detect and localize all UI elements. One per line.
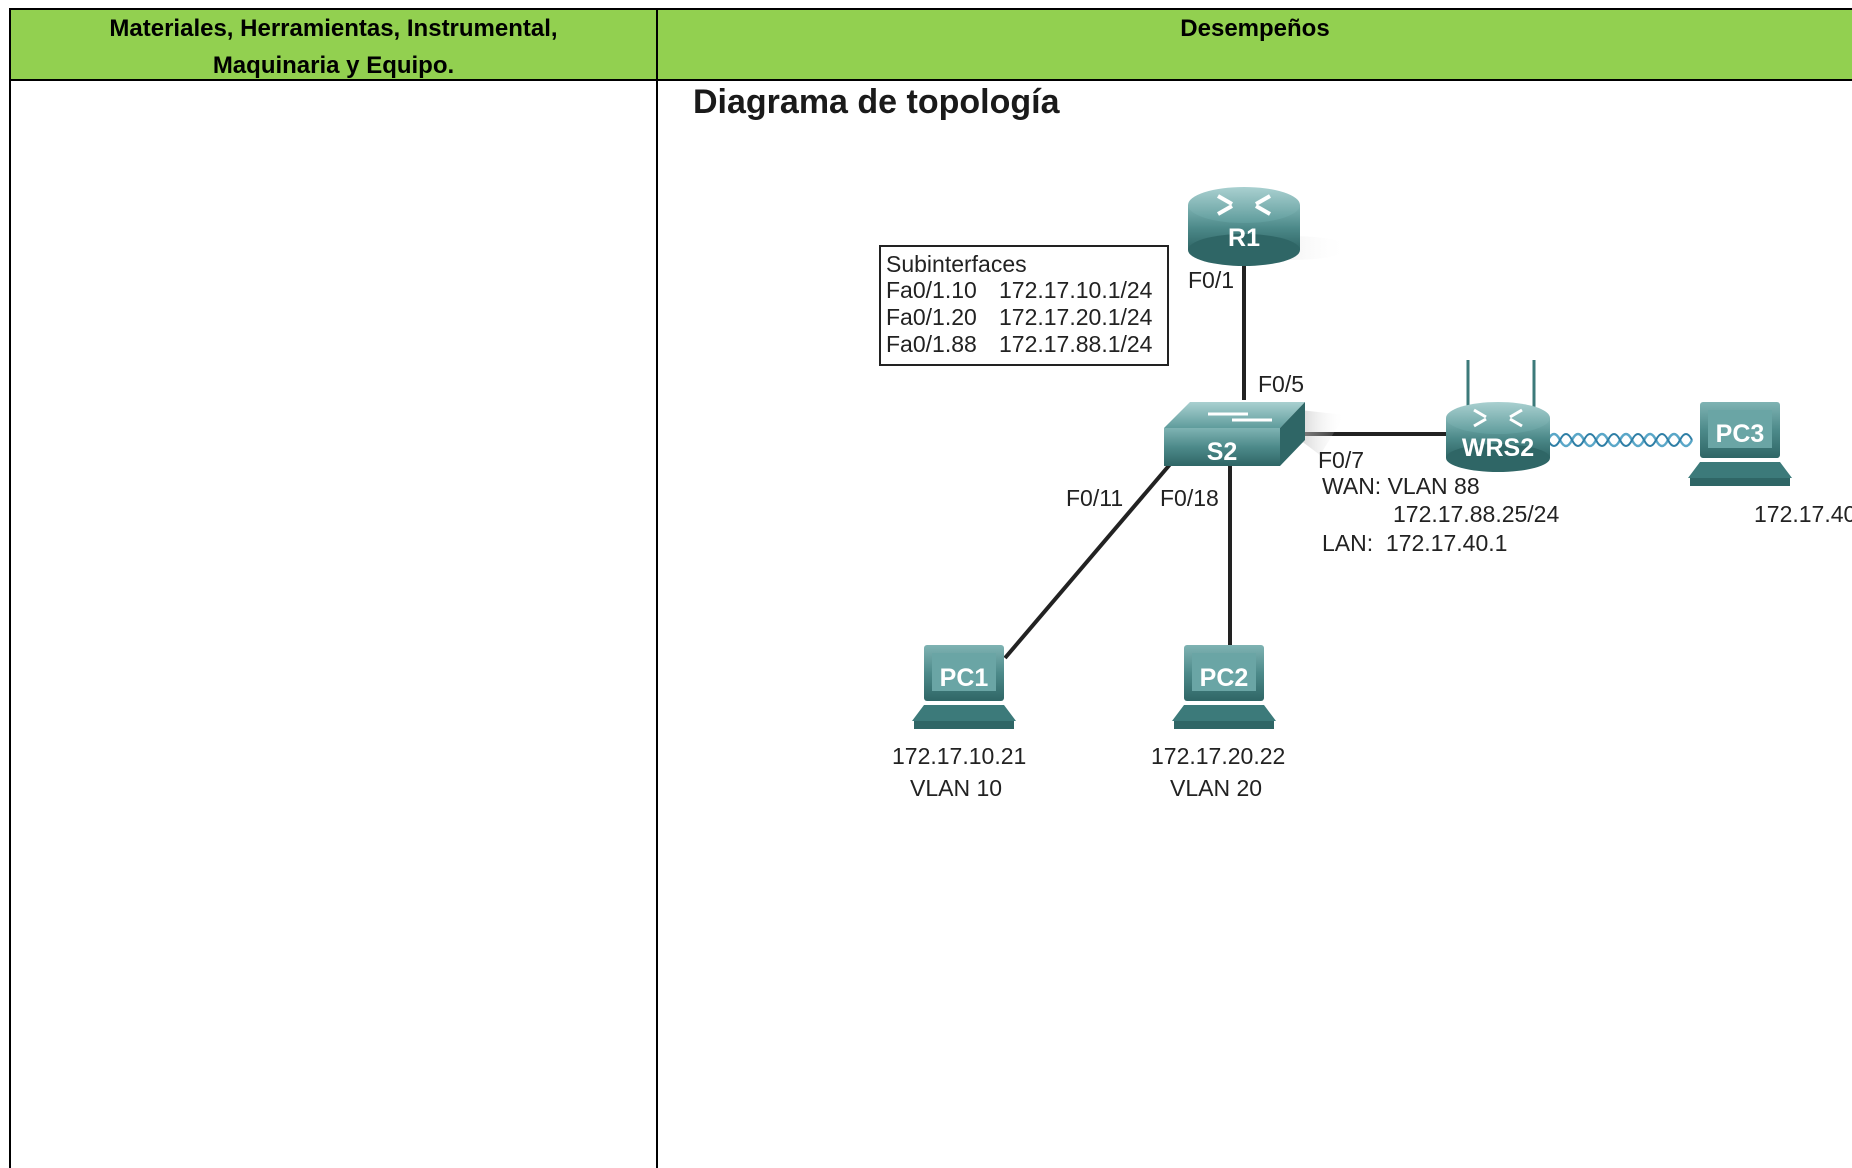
switch-arrows-icon: [1208, 412, 1272, 422]
pc1-ip: 172.17.10.21: [892, 743, 1026, 769]
wrs2-lan: LAN: 172.17.40.1: [1322, 530, 1507, 556]
port-r1-f01: F0/1: [1188, 267, 1234, 293]
subif-row-1-iface: Fa0/1.10: [886, 277, 977, 303]
header-materiales: Materiales, Herramientas, Instrumental, …: [9, 8, 658, 81]
link-s2-pc1: [1003, 460, 1174, 660]
links: [1003, 262, 1450, 660]
pc-pc2: PC2: [1172, 645, 1276, 729]
diagram-title: Diagrama de topología: [693, 83, 1060, 121]
port-s2-f018: F0/18: [1160, 485, 1219, 511]
pc-pc1: PC1: [912, 645, 1016, 729]
wireless-router-arrows-icon: [1473, 408, 1523, 428]
port-s2-f05: F0/5: [1258, 371, 1304, 397]
s2-label: S2: [1207, 438, 1238, 466]
pc2-ip: 172.17.20.22: [1151, 743, 1285, 769]
subif-row-3-iface: Fa0/1.88: [886, 331, 977, 357]
pc3-label: PC3: [1716, 420, 1765, 448]
pc3-ip: 172.17.40.101: [1754, 501, 1852, 527]
subinterfaces-heading: Subinterfaces: [886, 251, 1027, 277]
wrs2-label: WRS2: [1462, 434, 1534, 462]
router-r1: R1: [1188, 187, 1350, 266]
header-materiales-line1: Materiales, Herramientas, Instrumental,: [109, 15, 558, 42]
header-materiales-line2: Maquinaria y Equipo.: [212, 52, 455, 79]
port-s2-f011: F0/11: [1066, 485, 1123, 511]
pc-pc3: PC3: [1688, 402, 1792, 486]
table-border-left: [9, 80, 11, 1168]
r1-label: R1: [1228, 224, 1260, 252]
subif-row-1-ip: 172.17.10.1/24: [999, 277, 1153, 303]
pc2-label: PC2: [1200, 664, 1249, 692]
subif-row-2-iface: Fa0/1.20: [886, 304, 977, 330]
header-desempenos-label: Desempeños: [1180, 15, 1330, 42]
wrs2-wan: WAN: VLAN 88: [1322, 473, 1480, 499]
pc1-label: PC1: [940, 664, 989, 692]
pc2-vlan: VLAN 20: [1170, 775, 1262, 801]
port-s2-f07: F0/7: [1318, 447, 1364, 473]
wireless-link: [1546, 432, 1694, 448]
switch-s2: S2: [1164, 402, 1345, 466]
router-wrs2: WRS2: [1446, 360, 1550, 472]
table-border-middle: [656, 80, 658, 1168]
header-desempenos: Desempeños: [656, 8, 1852, 81]
router-arrows-icon: [1217, 194, 1271, 216]
subif-row-2-ip: 172.17.20.1/24: [999, 304, 1153, 330]
subif-row-3-ip: 172.17.88.1/24: [999, 331, 1153, 357]
pc1-vlan: VLAN 10: [910, 775, 1002, 801]
subinterfaces-box: Subinterfaces Fa0/1.10 172.17.10.1/24 Fa…: [879, 245, 1169, 366]
document-table: Materiales, Herramientas, Instrumental, …: [9, 8, 1852, 1168]
wrs2-wan-ip: 172.17.88.25/24: [1393, 501, 1559, 527]
